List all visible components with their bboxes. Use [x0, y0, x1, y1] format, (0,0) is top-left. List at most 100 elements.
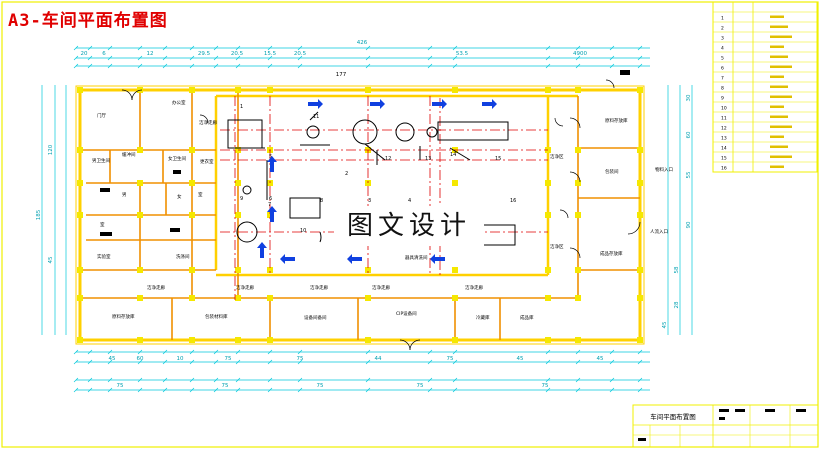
equipment-number: 16	[510, 198, 516, 204]
column	[575, 180, 581, 186]
legend-row-bar	[770, 85, 788, 88]
dim-tick	[637, 63, 643, 69]
dim-tick	[162, 359, 168, 365]
column	[637, 212, 643, 218]
dim-tick	[162, 45, 168, 51]
right-dim-5: 58	[674, 266, 680, 273]
flow-arrow	[280, 254, 295, 264]
equipment-number: 13	[425, 156, 431, 162]
watermark-stamp: 图文设计	[334, 206, 484, 246]
label-cip-room: CIP设备间	[396, 310, 417, 317]
equipment-number: 6	[269, 196, 272, 202]
equipment-number: 14	[450, 152, 456, 158]
column	[235, 267, 241, 273]
column	[637, 87, 643, 93]
legend-row-bar	[770, 125, 792, 128]
dim-tick	[235, 63, 241, 69]
column	[189, 212, 195, 218]
legend-row-bar	[770, 95, 792, 98]
dim-tick	[162, 349, 168, 355]
dim-tick	[575, 359, 581, 365]
label-washroom: 洗涤间	[176, 253, 190, 260]
right-dim-1: 30	[686, 94, 692, 101]
dim-tick	[189, 63, 195, 69]
flow-arrow	[347, 254, 362, 264]
dim-tick	[73, 387, 79, 393]
dim-tick	[637, 45, 643, 51]
dim-tick	[575, 55, 581, 61]
column	[235, 212, 241, 218]
dim-tick	[267, 349, 273, 355]
dim-tick	[637, 55, 643, 61]
equipment-16	[479, 224, 516, 246]
label-men: 男	[122, 192, 127, 198]
column	[545, 337, 551, 343]
dim-tick	[427, 387, 433, 393]
column	[545, 87, 551, 93]
legend-row-bar	[770, 105, 784, 108]
equipment-12	[352, 119, 378, 145]
dim-tick	[575, 349, 581, 355]
legend-row-bar	[770, 165, 784, 168]
left-dim-2: 120	[48, 144, 54, 155]
column	[137, 212, 143, 218]
top-dim-4: 29.5	[198, 51, 211, 57]
dim-tick	[545, 359, 551, 365]
column	[267, 87, 273, 93]
legend-row-bar	[770, 145, 788, 148]
column	[637, 337, 643, 343]
dim-tick	[107, 45, 113, 51]
legend-row-bar	[770, 15, 784, 18]
dim-tick	[637, 387, 643, 393]
equipment-number: 1	[240, 104, 243, 110]
dim-tick	[609, 387, 615, 393]
equipment-number: 7	[268, 202, 271, 208]
bottom-dim-6: 44	[375, 356, 382, 362]
legend-row-number: 4	[721, 46, 724, 52]
dim-tick	[637, 377, 643, 383]
dim-tick	[87, 387, 93, 393]
top-total-dim: 426	[357, 40, 368, 46]
bottom-dim-2: 60	[137, 356, 144, 362]
equipment-11	[306, 125, 320, 139]
dimension-text: 426 20 6 12 29.5 20.5 15.5 20.5 53.5 490…	[36, 40, 692, 389]
dim-tick	[73, 63, 79, 69]
column	[77, 267, 83, 273]
dim-tick	[107, 387, 113, 393]
bottom-dim-14: 75	[542, 383, 549, 389]
dim-tick	[87, 45, 93, 51]
dim-tick	[452, 359, 458, 365]
label-entry: 物料入口	[655, 166, 673, 173]
dim-tick	[267, 387, 273, 393]
equipment-8	[289, 197, 321, 219]
dim-tick	[137, 55, 143, 61]
dim-tick	[637, 359, 643, 365]
equipment-15	[437, 121, 509, 141]
dim-tick	[213, 45, 219, 51]
legend-row-number: 14	[721, 146, 727, 152]
dim-tick	[73, 45, 79, 51]
column	[189, 337, 195, 343]
label-male-wc: 男卫生间	[92, 157, 110, 164]
bottom-dim-3: 10	[177, 356, 184, 362]
dim-tick	[107, 63, 113, 69]
dim-tick	[137, 359, 143, 365]
column	[235, 337, 241, 343]
column	[575, 295, 581, 301]
legend-row-number: 3	[721, 36, 724, 42]
dim-tick	[213, 359, 219, 365]
column	[189, 180, 195, 186]
equipment-number: 4	[408, 198, 411, 204]
top-dim-6: 15.5	[264, 51, 277, 57]
column	[267, 295, 273, 301]
dim-tick	[189, 45, 195, 51]
legend-row-number: 6	[721, 66, 724, 72]
dim-tick	[213, 55, 219, 61]
top-dim-8: 53.5	[456, 51, 469, 57]
dim-tick	[235, 359, 241, 365]
top-dim-177: 177	[336, 72, 347, 78]
legend-row-number: 9	[721, 96, 724, 102]
legend-row-number: 7	[721, 76, 724, 82]
